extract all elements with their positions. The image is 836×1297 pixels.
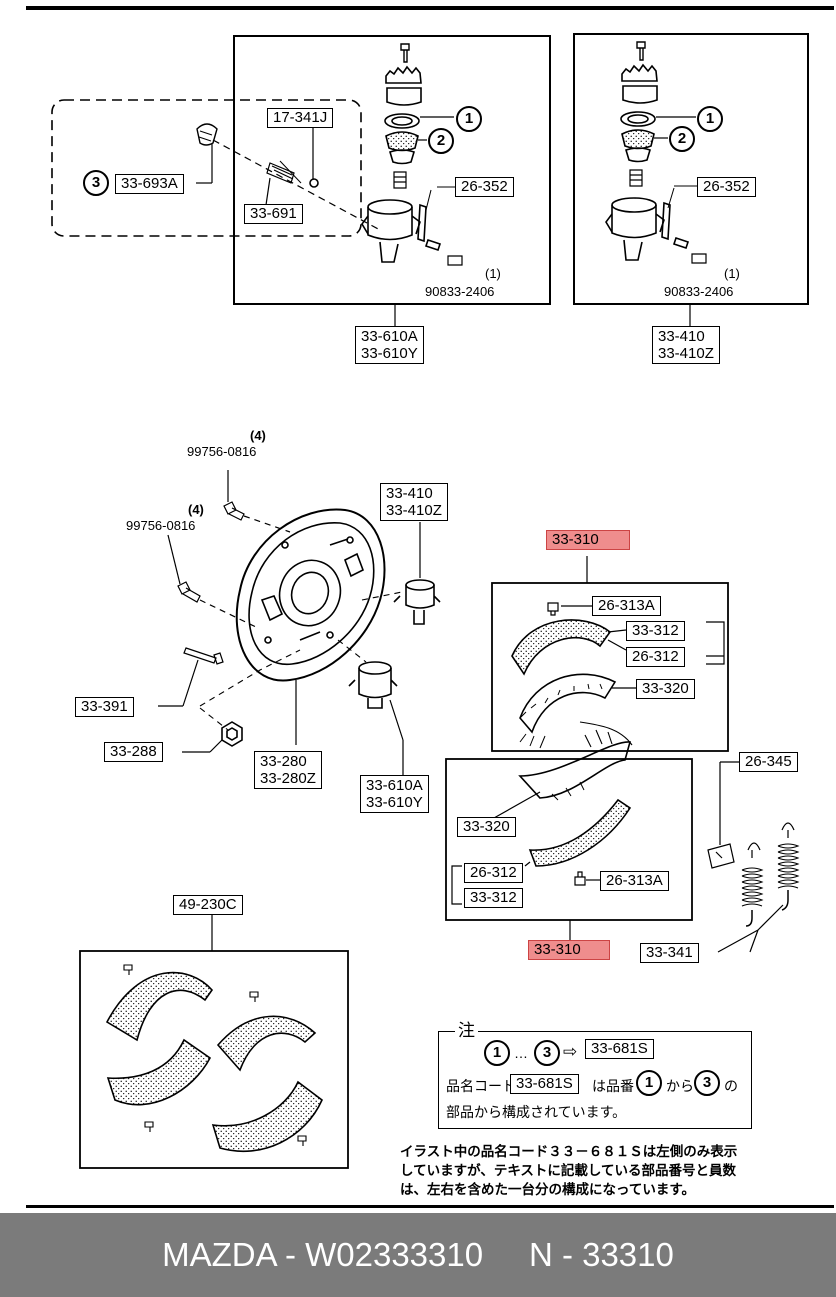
diagram-drawing [26, 6, 834, 1208]
bottom-rule [26, 1205, 834, 1208]
tag-33-310-upper[interactable]: 33-310 [546, 530, 630, 550]
footnote-line: は、左右を含めた一台分の構成になっています。 [400, 1182, 695, 1197]
bolt-upper-qty: (4) [250, 428, 266, 443]
tag-line: 33-610A [361, 328, 418, 345]
note-box [438, 1031, 752, 1129]
footnote-line: していますが、テキストに記載している部品番号と員数 [400, 1163, 737, 1178]
bolt-qty-left: (1) [485, 266, 501, 281]
tag-33-391[interactable]: 33-391 [75, 697, 134, 717]
tag-26-352-right[interactable]: 26-352 [697, 177, 756, 197]
tag-33-280[interactable]: 33-280 33-280Z [254, 751, 322, 789]
tag-26-345[interactable]: 26-345 [739, 752, 798, 772]
top-left-cylinder-group [51, 35, 551, 327]
shoe-lower-group [445, 721, 693, 942]
note-range-from: 1 [484, 1040, 510, 1066]
tag-26-312-upper[interactable]: 26-312 [626, 647, 685, 667]
tag-33-610a-mid[interactable]: 33-610A 33-610Y [360, 775, 429, 813]
tag-line: 33-410 [386, 485, 433, 502]
tag-line: 33-410 [658, 328, 705, 345]
note-title: 注 [455, 1016, 478, 1041]
callout-1-right: 1 [697, 106, 723, 132]
tag-33-310-lower[interactable]: 33-310 [528, 940, 610, 960]
tag-33-288[interactable]: 33-288 [104, 742, 163, 762]
bolt-code-left: 90833-2406 [425, 284, 495, 299]
bolt-upper-code: 99756-0816 [187, 444, 257, 459]
tag-17-341j[interactable]: 17-341J [267, 108, 334, 128]
tag-33-320-lower[interactable]: 33-320 [457, 817, 516, 837]
footer-spacer [483, 1236, 529, 1274]
tag-33-610a-top[interactable]: 33-610A 33-610Y [355, 326, 424, 364]
note-range-to: 3 [534, 1040, 560, 1066]
tag-26-312-lower[interactable]: 26-312 [464, 863, 523, 883]
tag-line: 33-280 [260, 753, 307, 770]
note-line2-no: の [724, 1078, 738, 1094]
note-line2-kara: から [666, 1078, 694, 1094]
tag-line: 33-610Y [366, 794, 423, 811]
bolt-code-right: 90833-2406 [664, 284, 734, 299]
bolt-lower-code: 99756-0816 [126, 518, 196, 533]
backing-plate-group [158, 470, 441, 775]
footer-code: N - 33310 [528, 1236, 674, 1273]
tag-line: 33-410Z [386, 502, 442, 519]
tag-49-230c[interactable]: 49-230C [173, 895, 243, 915]
parts-diagram: 17-341J 3 33-693A 33-691 1 2 26-352 (1) … [26, 6, 834, 1208]
tag-line: 33-410Z [658, 345, 714, 362]
note-kit-code[interactable]: 33-681S [585, 1039, 654, 1059]
note-line2-prefix: 品名コード [446, 1078, 516, 1094]
callout-1: 1 [456, 106, 482, 132]
callout-3: 3 [83, 170, 109, 196]
note-arrow: ⇨ [563, 1042, 578, 1061]
note-line2-mid: は品番 [592, 1078, 634, 1094]
tag-line: 33-610Y [361, 345, 418, 362]
top-right-cylinder-group [573, 33, 809, 327]
note-line2-from: 1 [636, 1070, 662, 1096]
footer-brand: MAZDA - W02333310 [162, 1236, 484, 1273]
tag-26-313a-lower[interactable]: 26-313A [600, 871, 669, 891]
footnote: イラスト中の品名コード３３－６８１Ｓは左側のみ表示 していますが、テキストに記載… [400, 1142, 737, 1199]
top-rule [26, 6, 834, 10]
tag-33-341[interactable]: 33-341 [640, 943, 699, 963]
bolt-qty-right: (1) [724, 266, 740, 281]
lining-set-group [79, 915, 349, 1169]
note-line2-to: 3 [694, 1070, 720, 1096]
tag-line: 33-280Z [260, 770, 316, 787]
tag-33-693a[interactable]: 33-693A [115, 174, 184, 194]
tag-33-410-mid[interactable]: 33-410 33-410Z [380, 483, 448, 521]
tag-33-312-upper[interactable]: 33-312 [626, 621, 685, 641]
tag-33-410-top[interactable]: 33-410 33-410Z [652, 326, 720, 364]
tag-33-312-lower[interactable]: 33-312 [464, 888, 523, 908]
footer-bar: MAZDA - W02333310 N - 33310 [0, 1213, 836, 1297]
note-range-sep: … [514, 1045, 528, 1061]
tag-line: 33-610A [366, 777, 423, 794]
tag-26-352-left[interactable]: 26-352 [455, 177, 514, 197]
tag-33-320-upper[interactable]: 33-320 [636, 679, 695, 699]
footnote-line: イラスト中の品名コード３３－６８１Ｓは左側のみ表示 [400, 1144, 738, 1159]
bolt-lower-qty: (4) [188, 502, 204, 517]
tag-33-691[interactable]: 33-691 [244, 204, 303, 224]
note-line3: 部品から構成されています。 [446, 1104, 627, 1120]
tag-26-313a-upper[interactable]: 26-313A [592, 596, 661, 616]
springs-group [707, 761, 800, 953]
note-line2-code[interactable]: 33-681S [510, 1074, 579, 1094]
callout-2: 2 [428, 128, 454, 154]
shoe-upper-group [491, 556, 729, 752]
callout-2-right: 2 [669, 126, 695, 152]
